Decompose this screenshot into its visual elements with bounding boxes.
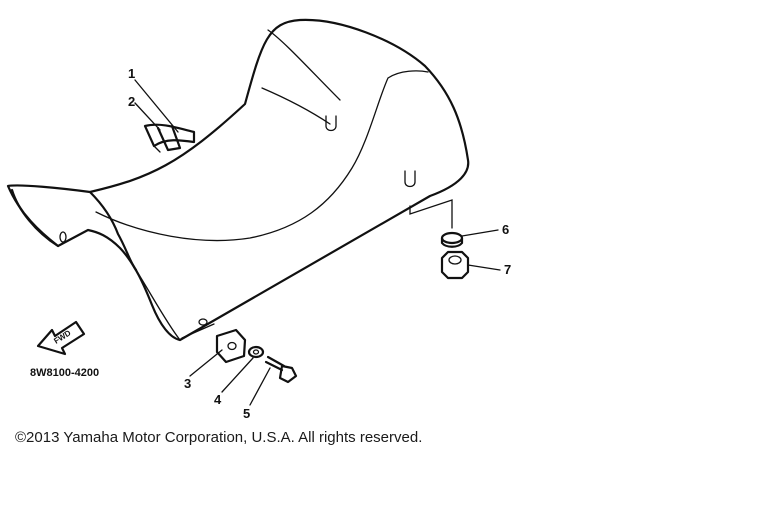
callout-leader-4 (221, 357, 254, 393)
callout-1: 1 (128, 66, 135, 81)
callout-6: 6 (502, 222, 509, 237)
seat-body (6, 18, 470, 342)
callout-5: 5 (243, 406, 250, 421)
callout-4: 4 (214, 392, 222, 407)
callout-7: 7 (504, 262, 511, 277)
seat-hook-bracket (143, 123, 196, 153)
exploded-line-right (409, 199, 453, 229)
callout-leader-7 (467, 264, 501, 271)
callout-3: 3 (184, 376, 191, 391)
washer-right (440, 231, 464, 248)
callout-leader-6 (461, 229, 499, 237)
forward-arrow-icon: FWD (36, 320, 86, 356)
nut (440, 250, 470, 280)
callout-leader-5 (249, 367, 271, 406)
bolt (264, 355, 298, 384)
callout-leader-3 (189, 349, 223, 377)
diagram-code: 8W8100-4200 (30, 367, 99, 379)
washer (247, 345, 265, 359)
callout-leader-1-2 (134, 79, 179, 133)
copyright-notice: ©2013 Yamaha Motor Corporation, U.S.A. A… (15, 429, 423, 446)
mounting-plate (215, 328, 247, 364)
callout-2: 2 (128, 94, 135, 109)
